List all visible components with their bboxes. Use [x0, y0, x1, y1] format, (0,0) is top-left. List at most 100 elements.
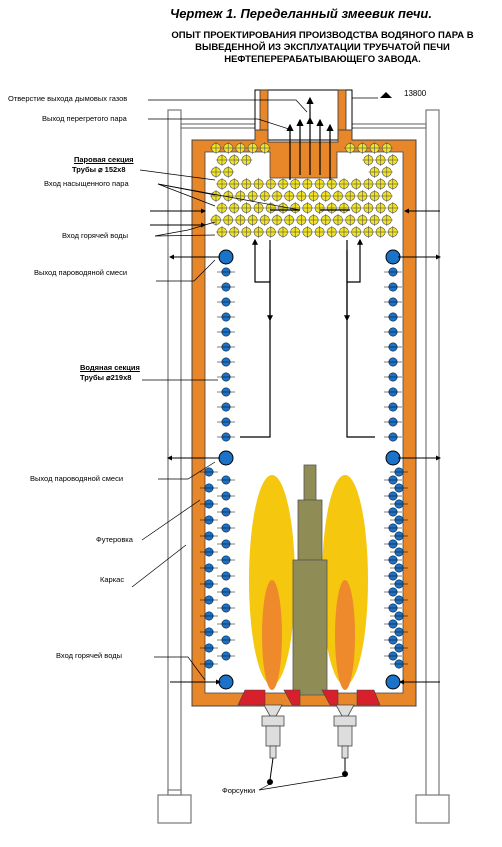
water-tube: [384, 267, 402, 277]
label-steam-section-title: Паровая секция: [74, 155, 134, 164]
steam-tube: [216, 202, 228, 214]
steam-tube: [307, 214, 320, 226]
water-tube: [217, 327, 235, 337]
water-tube: [384, 312, 402, 322]
water-tube: [384, 402, 402, 412]
steam-tube: [216, 154, 228, 166]
steam-outlet-arrows: [286, 96, 334, 180]
label-hot-water-inlet-bottom: Вход горячей воды: [56, 651, 122, 660]
water-tube: [384, 555, 402, 565]
water-tube: [384, 507, 402, 517]
steam-tube: [289, 226, 302, 238]
steam-tube: [240, 154, 253, 166]
water-tube: [384, 651, 402, 661]
steam-tube: [374, 178, 387, 190]
steam-tube: [319, 190, 332, 202]
water-tube: [217, 402, 235, 412]
steam-tube: [386, 154, 399, 166]
subtitle-line-2: ВЫВЕДЕННОЙ ИЗ ЭКСПЛУАТАЦИИ ТРУБЧАТОЙ ПЕЧ…: [195, 42, 450, 53]
steam-tube: [228, 226, 241, 238]
water-tube: [384, 432, 402, 442]
steam-tube: [252, 178, 265, 190]
steam-tube: [362, 226, 375, 238]
steam-tube: [368, 142, 381, 154]
steam-tube: [228, 178, 241, 190]
steam-tube: [295, 190, 308, 202]
water-tube: [217, 635, 235, 645]
water-tube: [390, 563, 408, 573]
steam-tube: [301, 178, 314, 190]
water-tube: [384, 587, 402, 597]
water-tube: [200, 611, 218, 621]
collectors: [218, 249, 401, 690]
water-tube: [217, 417, 235, 427]
water-tube: [390, 483, 408, 493]
steam-tube: [380, 214, 393, 226]
burner-left: [261, 704, 285, 759]
water-tube: [217, 555, 235, 565]
steam-tube: [362, 154, 375, 166]
label-steam-section-pipes: Трубы ⌀ 152х8: [72, 165, 126, 174]
water-tube: [217, 342, 235, 352]
water-tube: [390, 611, 408, 621]
label-water-section-pipes: Трубы ⌀219х8: [80, 373, 132, 382]
label-hot-water-inlet-top: Вход горячей воды: [62, 231, 128, 240]
steam-section-tube-bundle: [210, 142, 399, 238]
water-tube: [200, 467, 218, 477]
steam-tube: [258, 190, 271, 202]
steam-tube: [362, 202, 375, 214]
water-tube: [200, 579, 218, 589]
subtitle-line-3: НЕФТЕПЕРЕРАБАТЫВАЮЩЕГО ЗАВОДА.: [224, 54, 421, 65]
water-tube: [200, 659, 218, 669]
steam-tube: [356, 214, 369, 226]
water-tube: [200, 531, 218, 541]
water-tube: [217, 491, 235, 501]
water-tube: [217, 312, 235, 322]
steam-tube: [325, 178, 338, 190]
water-tube: [390, 579, 408, 589]
steam-tube: [246, 190, 259, 202]
water-tube: [384, 619, 402, 629]
steam-tube: [301, 202, 314, 214]
internal-piping: [240, 209, 375, 438]
water-tube: [384, 603, 402, 613]
steam-tube: [277, 226, 289, 238]
steam-tube: [234, 190, 247, 202]
steam-tube: [368, 214, 381, 226]
water-tube: [217, 432, 235, 442]
water-tube: [390, 627, 408, 637]
steam-tube: [301, 226, 314, 238]
steam-tube: [325, 226, 338, 238]
water-tube: [384, 417, 402, 427]
steam-tube: [362, 178, 375, 190]
steam-tube: [350, 202, 363, 214]
central-column: [292, 464, 328, 696]
drawing-subtitle: ОПЫТ ПРОЕКТИРОВАНИЯ ПРОИЗВОДСТВА ВОДЯНОГ…: [150, 30, 495, 66]
steam-tube: [313, 178, 326, 190]
drawing-title: Чертеж 1. Переделанный змеевик печи.: [170, 6, 432, 21]
steam-tube: [350, 178, 363, 190]
steam-tube: [271, 190, 283, 202]
steam-tube: [332, 190, 344, 202]
water-tube: [384, 372, 402, 382]
steam-tube: [258, 142, 271, 154]
steam-tube: [222, 166, 235, 178]
water-tube: [217, 387, 235, 397]
steam-tube: [374, 202, 387, 214]
steam-tube: [289, 178, 302, 190]
water-tube: [217, 507, 235, 517]
burner-blocks: [237, 689, 381, 706]
burner-right: [333, 704, 357, 759]
steam-tube: [380, 142, 393, 154]
water-tube: [384, 635, 402, 645]
water-tube: [384, 475, 402, 485]
water-tube: [390, 643, 408, 653]
steam-tube: [246, 142, 259, 154]
water-tube: [200, 627, 218, 637]
steam-tube: [210, 142, 222, 154]
steam-tube: [368, 190, 381, 202]
water-tube: [217, 372, 235, 382]
water-tube: [217, 282, 235, 292]
steam-tube: [210, 190, 222, 202]
water-tube: [384, 571, 402, 581]
